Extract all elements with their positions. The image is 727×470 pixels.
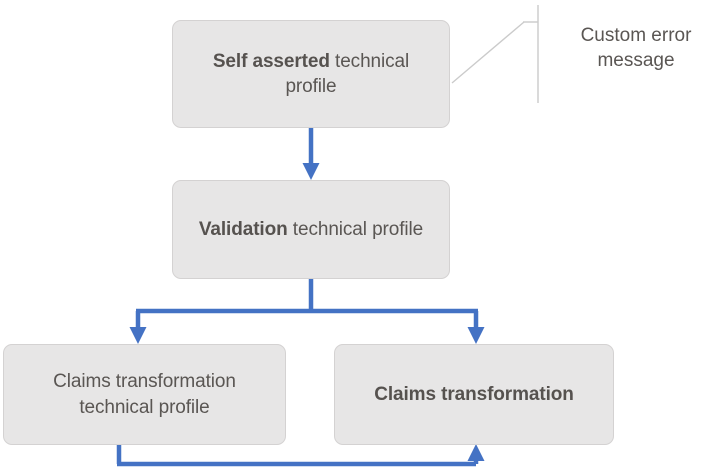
node-claims-transformation-technical-profile[interactable]: Claims transformation technical profile [3, 344, 286, 445]
node-claims-transformation[interactable]: Claims transformation [334, 344, 614, 445]
node-validation-technical-profile[interactable]: Validation technical profile [172, 180, 450, 279]
node-label-rest: technical profile [285, 50, 410, 97]
node-label-emphasis: Self asserted [212, 50, 330, 72]
node-label: Self asserted technical profile [187, 49, 435, 99]
node-label: Validation technical profile [187, 217, 435, 242]
node-self-asserted-technical-profile[interactable]: Self asserted technical profile [172, 20, 450, 128]
edge-self-asserted-to-validation [302, 128, 320, 180]
node-label-rest: technical profile [287, 218, 424, 240]
node-label-emphasis: Claims transformation [374, 383, 574, 405]
edge-validation-split [129, 279, 485, 344]
edge-claims-tp-loop-to-claims-transformation [116, 444, 485, 467]
annotation-line-1: Custom error [580, 25, 692, 46]
node-label-emphasis: Validation [198, 218, 288, 240]
node-label-rest: Claims transformation technical profile [53, 371, 236, 418]
node-label: Claims transformation technical profile [18, 369, 271, 419]
annotation-line-2: message [597, 50, 675, 72]
node-label: Claims transformation [349, 382, 599, 407]
annotation-custom-error-message: Custom error message [552, 23, 720, 74]
callout-leader-line [451, 5, 539, 103]
